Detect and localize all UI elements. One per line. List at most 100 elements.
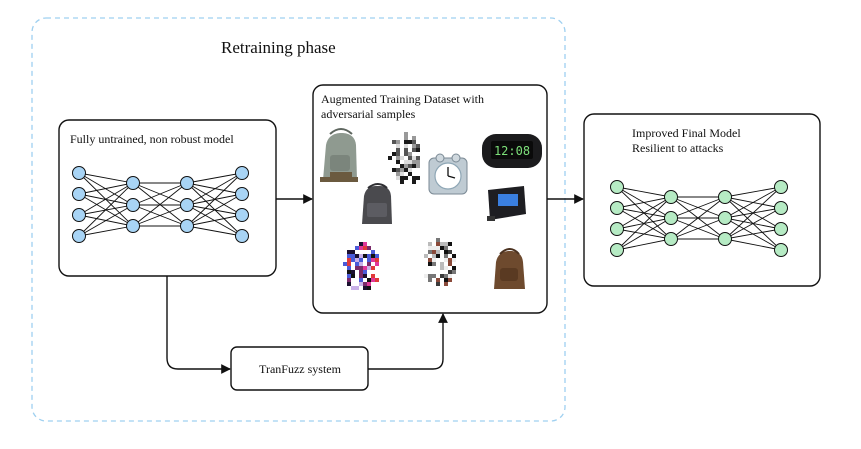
- noise-sample-image: [388, 132, 420, 184]
- adversarial-sample-1-pixel: [367, 262, 371, 266]
- adversarial-sample-1-pixel: [363, 254, 367, 258]
- adversarial-sample-2-pixel: [444, 246, 448, 250]
- adversarial-sample-1-pixel: [347, 258, 351, 262]
- adversarial-sample-2-pixel: [436, 238, 440, 242]
- final-net-neuron: [774, 243, 788, 257]
- final-net-edge: [724, 207, 782, 240]
- adversarial-sample-1-pixel: [371, 278, 375, 282]
- adversarial-sample-1-pixel: [351, 250, 355, 254]
- final-net-edge: [724, 238, 782, 251]
- adversarial-sample-1-pixel: [363, 274, 367, 278]
- noise-sample-pixel: [408, 168, 412, 172]
- untrained-net-neuron: [235, 229, 249, 243]
- adversarial-sample-1-pixel: [355, 258, 359, 262]
- final-net-edge: [670, 196, 726, 240]
- adversarial-sample-2-pixel: [428, 274, 432, 278]
- final-net-neuron: [718, 190, 732, 204]
- adversarial-sample-2-pixel: [436, 246, 440, 250]
- adversarial-sample-2-image: [424, 238, 456, 286]
- adversarial-sample-2-pixel: [448, 258, 452, 262]
- noise-sample-pixel: [416, 156, 420, 160]
- noise-sample-pixel: [412, 180, 416, 184]
- retraining-phase-box: [31, 17, 566, 422]
- noise-sample-pixel: [396, 148, 400, 152]
- adversarial-sample-2-pixel: [436, 282, 440, 286]
- final-net-neuron: [774, 201, 788, 215]
- adversarial-sample-2-pixel: [436, 254, 440, 258]
- noise-sample-pixel: [400, 180, 404, 184]
- final-model-label-line1: Improved Final Model: [632, 126, 741, 140]
- untrained-net-neuron: [126, 176, 140, 190]
- adversarial-sample-2-pixel: [424, 274, 428, 278]
- adversarial-sample-1-pixel: [375, 278, 379, 282]
- noise-sample-pixel: [396, 144, 400, 148]
- arrow-model-to-tranfuzz: [166, 276, 231, 374]
- adversarial-sample-1-pixel: [347, 278, 351, 282]
- untrained-net-neuron: [72, 208, 86, 222]
- adversarial-sample-1-pixel: [371, 258, 375, 262]
- adversarial-sample-1-pixel: [371, 274, 375, 278]
- final-net-neuron: [774, 222, 788, 236]
- adversarial-sample-1-pixel: [371, 254, 375, 258]
- final-model-box: [583, 113, 821, 287]
- untrained-net-neuron: [180, 198, 194, 212]
- final-net-neuron: [664, 190, 678, 204]
- adversarial-sample-2-pixel: [448, 242, 452, 246]
- adversarial-sample-1-pixel: [359, 266, 363, 270]
- noise-sample-pixel: [404, 132, 408, 136]
- adversarial-sample-2-pixel: [448, 270, 452, 274]
- adversarial-sample-2-pixel: [444, 254, 448, 258]
- adversarial-sample-2-pixel: [440, 246, 444, 250]
- adversarial-sample-2-pixel: [436, 278, 440, 282]
- noise-sample-pixel: [404, 144, 408, 148]
- adversarial-sample-1-pixel: [347, 282, 351, 286]
- untrained-net-edge: [78, 182, 134, 216]
- adversarial-sample-1-pixel: [351, 286, 355, 290]
- adversarial-sample-2-pixel: [448, 278, 452, 282]
- final-net-edge: [616, 196, 672, 251]
- untrained-net-edge: [186, 193, 243, 227]
- noise-sample-pixel: [412, 136, 416, 140]
- final-net-edge: [616, 217, 672, 251]
- adversarial-sample-1-pixel: [367, 246, 371, 250]
- final-net-neuron: [664, 211, 678, 225]
- adversarial-sample-2-pixel: [452, 270, 456, 274]
- final-net-neuron: [664, 232, 678, 246]
- final-net-neuron: [610, 243, 624, 257]
- adversarial-sample-2-pixel: [452, 254, 456, 258]
- adversarial-sample-1-pixel: [367, 258, 371, 262]
- adversarial-sample-1-image: [343, 242, 379, 290]
- noise-sample-pixel: [408, 160, 412, 164]
- final-net-neuron: [718, 232, 732, 246]
- adversarial-sample-1-pixel: [359, 270, 363, 274]
- noise-sample-pixel: [408, 156, 412, 160]
- final-net-edge: [616, 196, 672, 209]
- noise-sample-pixel: [408, 152, 412, 156]
- adversarial-sample-1-pixel: [363, 270, 367, 274]
- final-net-edge: [724, 228, 782, 240]
- noise-sample-pixel: [412, 144, 416, 148]
- adversarial-sample-2-pixel: [428, 262, 432, 266]
- final-net-edge: [616, 186, 672, 198]
- final-net-edge: [724, 186, 782, 219]
- adversarial-sample-1-pixel: [375, 254, 379, 258]
- adversarial-sample-2-pixel: [440, 274, 444, 278]
- untrained-net-neuron: [180, 219, 194, 233]
- untrained-net-neuron: [126, 198, 140, 212]
- noise-sample-pixel: [396, 140, 400, 144]
- noise-sample-pixel: [396, 176, 400, 180]
- noise-sample-pixel: [396, 152, 400, 156]
- adversarial-sample-1-pixel: [343, 262, 347, 266]
- untrained-net-edge: [78, 182, 134, 237]
- untrained-net-neuron: [235, 187, 249, 201]
- noise-sample-pixel: [404, 140, 408, 144]
- noise-sample-pixel: [408, 164, 412, 168]
- untrained-net-edge: [186, 172, 243, 184]
- final-net-edge: [724, 186, 782, 198]
- noise-sample-pixel: [408, 172, 412, 176]
- backpack-grey-image: [320, 128, 358, 182]
- adversarial-sample-1-pixel: [367, 286, 371, 290]
- dataset-label-line2: adversarial samples: [321, 107, 416, 121]
- adversarial-sample-2-pixel: [440, 266, 444, 270]
- untrained-net-neuron: [72, 166, 86, 180]
